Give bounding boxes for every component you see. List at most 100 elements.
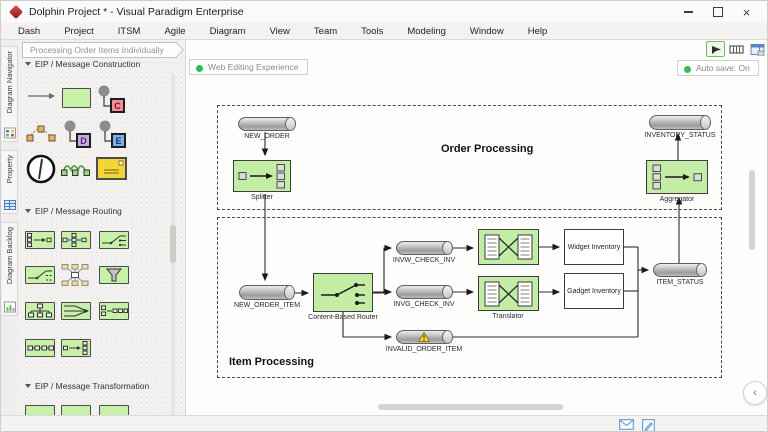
tab-diagram-navigator[interactable]: Diagram Navigator	[2, 46, 18, 142]
group-order-processing[interactable]	[217, 105, 722, 210]
palette-item-message-broker-icon[interactable]	[25, 339, 55, 357]
window-title: Dolphin Project * - Visual Paradigm Ente…	[29, 6, 244, 18]
palette-item-routing-slip-icon[interactable]	[25, 302, 55, 320]
node-splitter-label: Splitter	[251, 194, 273, 201]
tab-diagram-navigator-label: Diagram Navigator	[5, 51, 14, 114]
tab-diagram-backlog[interactable]: Diagram Backlog	[2, 222, 18, 316]
menu-item-team[interactable]: Team	[313, 25, 338, 37]
palette-section-message-transformation[interactable]: EIP / Message Transformation	[25, 381, 149, 391]
menu-item-tools[interactable]: Tools	[361, 25, 384, 37]
channel-invg-check-inv[interactable]	[396, 285, 453, 299]
menu-item-window[interactable]: Window	[469, 25, 504, 37]
palette-item-resequencer-icon[interactable]	[61, 302, 91, 320]
palette-item-content-enricher-icon[interactable]	[25, 405, 55, 415]
menu-item-dash[interactable]: Dash	[18, 25, 41, 37]
channel-invg-check-inv-label: INVG_CHECK_INV	[393, 301, 455, 308]
splitter-icon	[238, 164, 285, 189]
palette-section-message-construction[interactable]: EIP / Message Construction	[25, 59, 140, 69]
node-aggregator[interactable]	[646, 160, 708, 194]
palette-item-request-reply-icon[interactable]	[62, 88, 91, 108]
palette-item-document-message-icon[interactable]: D	[62, 120, 92, 148]
diagram-canvas[interactable]: Web Editing Experience Auto save: On	[186, 40, 767, 415]
collapse-triangle-icon	[25, 62, 31, 66]
palette-item-message-sequence-icon[interactable]	[26, 123, 57, 144]
node-translator-label: Translator	[492, 313, 524, 320]
edit-note-icon[interactable]	[642, 419, 655, 432]
vertical-scrollbar-thumb[interactable]	[749, 170, 755, 250]
visual-paradigm-logo-icon	[8, 4, 24, 20]
pointer-icon[interactable]	[706, 41, 725, 57]
node-splitter[interactable]	[233, 160, 291, 192]
palette-item-content-based-router-icon[interactable]	[99, 231, 129, 249]
channel-item-status[interactable]	[653, 263, 707, 277]
maximize-button[interactable]	[703, 1, 732, 23]
collapse-panel-button[interactable]: ‹	[743, 381, 767, 405]
palette-item-event-message-icon[interactable]: E	[97, 120, 127, 148]
node-translator-gadget[interactable]	[478, 276, 539, 311]
palette-item-content-filter-icon[interactable]	[61, 405, 91, 415]
horizontal-scrollbar-thumb[interactable]	[378, 404, 563, 410]
palette-item-aggregator-icon[interactable]	[25, 231, 55, 249]
collapse-triangle-icon	[25, 209, 31, 213]
palette-item-guaranteed-delivery-icon[interactable]	[61, 160, 91, 178]
tab-property-label: Property	[5, 155, 14, 184]
menu-bar: Dash Project ITSM Agile Diagram View Tea…	[1, 23, 767, 40]
menu-item-modeling[interactable]: Modeling	[407, 25, 446, 37]
menu-item-help[interactable]: Help	[527, 25, 548, 37]
mail-icon[interactable]	[619, 419, 634, 430]
menu-item-itsm[interactable]: ITSM	[117, 25, 141, 37]
status-dot-icon	[684, 65, 691, 73]
breadcrumb[interactable]: Processing Order Items Individually	[22, 42, 177, 58]
menu-item-diagram[interactable]: Diagram	[209, 25, 246, 37]
channel-new-order-item-label: NEW_ORDER_ITEM	[233, 302, 301, 309]
aggregator-icon	[652, 164, 702, 190]
node-translator-widget[interactable]	[478, 229, 539, 265]
title-bar: Dolphin Project * - Visual Paradigm Ente…	[1, 1, 767, 24]
palette-item-dynamic-router-icon[interactable]	[25, 266, 55, 284]
group-item-processing-title: Item Processing	[229, 356, 314, 368]
channel-inventory-status[interactable]	[649, 115, 711, 130]
palette-item-message-icon[interactable]	[27, 92, 55, 100]
node-aggregator-label: Aggregator	[659, 196, 695, 203]
content-based-router-icon	[321, 283, 365, 305]
group-order-processing-title: Order Processing	[441, 143, 534, 155]
maximize-icon	[712, 7, 723, 17]
palette-section-message-routing[interactable]: EIP / Message Routing	[25, 206, 122, 216]
menu-item-view[interactable]: View	[269, 25, 290, 37]
status-bar	[1, 415, 767, 432]
channel-invalid-order-item-label: INVALID_ORDER_ITEM	[385, 346, 463, 353]
close-button[interactable]: ×	[742, 4, 751, 20]
diagram-connectors	[261, 132, 683, 341]
svg-text:D: D	[80, 136, 87, 146]
diagram-navigator-icon	[4, 127, 16, 139]
node-content-based-router-label: Content-Based Router	[308, 314, 378, 321]
auto-save-badge-label: Auto save: On	[696, 63, 750, 73]
palette-item-splitter-icon[interactable]	[61, 339, 91, 357]
channel-invw-check-inv-label: INVW_CHECK_INV	[392, 257, 456, 264]
menu-item-project[interactable]: Project	[64, 25, 94, 37]
palette-item-message-expiration-icon[interactable]	[26, 152, 58, 186]
group-item-processing[interactable]	[217, 217, 722, 378]
node-widget-inventory[interactable]: Widget Inventory	[564, 229, 624, 265]
palette-item-composed-message-processor-icon[interactable]	[61, 231, 91, 249]
channel-new-order[interactable]	[238, 117, 296, 131]
tab-property[interactable]: Property	[2, 150, 18, 214]
minimize-button[interactable]	[674, 1, 703, 23]
channel-new-order-item[interactable]	[239, 285, 295, 300]
menu-item-agile[interactable]: Agile	[164, 25, 186, 37]
palette-item-claim-check-icon[interactable]	[99, 405, 129, 415]
palette-item-recipient-list-icon[interactable]	[59, 264, 91, 286]
storyboard-icon[interactable]	[727, 41, 746, 57]
node-content-based-router[interactable]	[313, 273, 373, 312]
palette-item-process-manager-icon[interactable]	[99, 302, 129, 320]
panel-layout-icon[interactable]	[748, 41, 767, 57]
channel-invw-check-inv[interactable]	[396, 241, 453, 255]
palette-scrollbar-thumb[interactable]	[170, 225, 176, 263]
auto-save-badge[interactable]: Auto save: On	[677, 60, 759, 76]
palette-item-message-filter-icon[interactable]	[99, 266, 129, 284]
palette-item-command-message-icon[interactable]: C	[96, 85, 126, 113]
node-gadget-inventory[interactable]: Gadget Inventory	[564, 273, 624, 309]
palette-item-envelope-wrapper-icon[interactable]	[96, 157, 127, 180]
web-editing-badge-label: Web Editing Experience	[208, 62, 299, 72]
